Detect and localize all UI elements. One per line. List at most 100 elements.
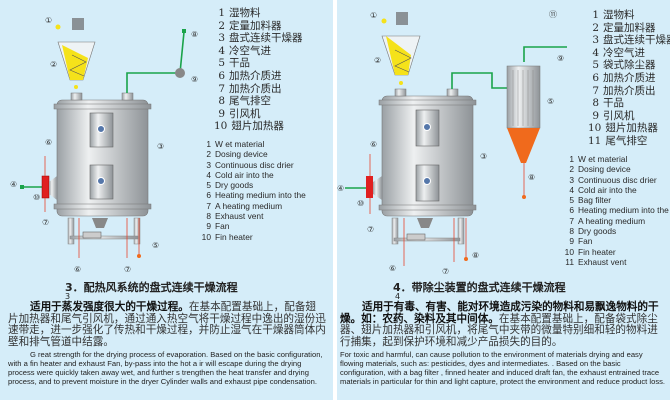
legend-number: 4 <box>206 169 211 180</box>
dryer-legs <box>67 217 141 245</box>
description-body: 在基本配置基础上，配备翅片加热器和尾气引风机，通过通入热空气将干燥过程中逸出的湿… <box>8 301 326 348</box>
legend-number: 9 <box>206 221 211 232</box>
svg-text:③: ③ <box>157 142 164 151</box>
legend-number: 10 <box>564 246 574 257</box>
heating-medium-lines <box>44 156 128 258</box>
inspection-window <box>415 109 440 147</box>
svg-text:⑧: ⑧ <box>528 173 535 182</box>
legend-label: Dosing device <box>215 149 268 160</box>
legend-number: 6 <box>218 69 225 82</box>
legend-number: 2 <box>569 164 574 175</box>
fin-heater-icon <box>366 176 373 198</box>
drive-motor-icon <box>82 231 102 239</box>
legend-label: Heating medium into the <box>578 205 669 216</box>
legend-label: 引风机 <box>229 107 261 120</box>
callout-numbers: ① ② ③ ④ ⑤ ⑥ ⑦ ⑧ ⑨ ⑩ ⑥ ⑦ <box>10 16 198 274</box>
dryer-legs <box>391 217 465 245</box>
fan-icon <box>175 68 185 78</box>
legend-number: 10 <box>201 231 211 242</box>
legend-label: Heating medium into the <box>215 190 306 201</box>
legend-label: Continuous disc drier <box>578 174 657 185</box>
legend-number: 5 <box>206 180 211 191</box>
svg-text:①: ① <box>45 16 52 25</box>
svg-text:⑩: ⑩ <box>33 193 40 202</box>
legend-number: 6 <box>592 71 599 84</box>
legend-item: 2 Dosing device <box>563 164 669 174</box>
legend-label: 盘式连续干燥器 <box>603 34 670 47</box>
dry-goods-outlet <box>137 254 141 258</box>
description-block: 适用于蒸发强度很大的干燥过程。在基本配置基础上，配备翅片加热器和尾气引风机，通过… <box>8 301 326 387</box>
legend-label: 湿物料 <box>229 7 261 19</box>
legend-item: 2 定量加料器 <box>588 22 670 35</box>
legend-label: Exhaust vent <box>578 256 627 267</box>
legend-label: W et material <box>578 154 628 164</box>
svg-text:⑤: ⑤ <box>152 241 159 250</box>
legend-label: Cold air into the <box>578 184 637 195</box>
legend-item: 1 湿物料 <box>214 7 303 20</box>
legend-number: 5 <box>592 59 599 72</box>
inspection-window <box>89 112 114 148</box>
legend-item: 5 袋式除尘器 <box>588 59 670 72</box>
legend-number: 2 <box>592 21 599 34</box>
disc-dryer-vessel <box>381 95 474 217</box>
legend-label: Continuous disc drier <box>215 159 294 170</box>
legend-label: Fan <box>215 221 230 232</box>
legend-label: 定量加料器 <box>229 19 282 32</box>
description-chinese: 适用于有毒、有害、能对环境造成污染的物料和易飘逸物料的干燥。如：农药、染料及其中… <box>340 301 666 348</box>
legend-label: 尾气排空 <box>605 134 648 147</box>
legend-item: 9 Fan <box>200 221 306 231</box>
legend-number: 4 <box>218 44 225 57</box>
legend-number: 1 <box>218 7 225 19</box>
svg-text:⑦: ⑦ <box>42 218 49 227</box>
dosing-device-hopper <box>381 12 421 85</box>
section-number: 4 <box>395 292 401 301</box>
legend-label: Cold air into the <box>215 169 274 180</box>
legend-number: 10 <box>214 120 228 133</box>
svg-text:⑥: ⑥ <box>45 138 52 147</box>
legend-label: A heating medium <box>578 215 646 226</box>
legend-label: 袋式除尘器 <box>603 59 656 72</box>
legend-label: 加热介质出 <box>603 84 656 97</box>
legend-label: Dosing device <box>578 164 631 175</box>
svg-text:⑥: ⑥ <box>74 265 81 274</box>
dust-removal-dryer-diagram: ① ② ③ ④ ⑤ ⑥ ⑦ ⑧ ⑨ ⑩ ⑪ ⑥ ⑦ ⑧ <box>337 10 567 276</box>
svg-text:⑥: ⑥ <box>389 264 396 273</box>
legend-label: 盘式连续干燥器 <box>229 32 303 45</box>
description-english: For toxic and harmful, can cause polluti… <box>340 350 666 386</box>
legend-label: Dry goods <box>578 226 617 237</box>
hot-air-dryer-diagram: ① ② ③ ④ ⑤ ⑥ ⑦ ⑧ ⑨ ⑩ ⑥ ⑦ <box>10 16 198 274</box>
legend-number: 5 <box>569 195 574 206</box>
section-number: 3 <box>65 292 71 301</box>
bag-filter <box>506 65 541 199</box>
exhaust-pipe <box>126 31 185 93</box>
legend-label: 加热介质进 <box>603 71 656 84</box>
disc-dryer-vessel <box>56 99 149 217</box>
legend-label: 定量加料器 <box>603 21 656 34</box>
legend-label: Fan <box>578 236 593 247</box>
svg-text:⑦: ⑦ <box>367 225 374 234</box>
description-body: 在基本配置基础上，配备袋式除尘器、翅片加热器和引风机，将尾气中夹带的微量特别细和… <box>340 312 658 348</box>
drive-motor-icon <box>406 233 426 241</box>
legend-number: 1 <box>569 154 574 164</box>
legend-number: 7 <box>569 215 574 226</box>
legend-label: Fin heater <box>215 231 253 242</box>
svg-text:④: ④ <box>337 184 344 193</box>
svg-text:④: ④ <box>10 180 17 189</box>
